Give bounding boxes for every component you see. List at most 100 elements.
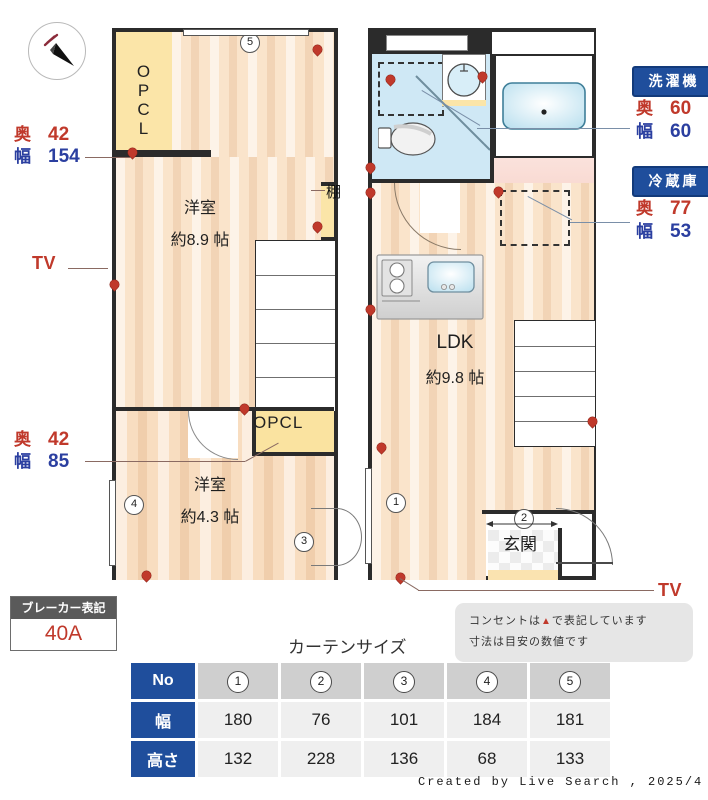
width-value: 85 bbox=[48, 450, 70, 472]
compass-rose bbox=[28, 22, 86, 80]
row-header-no: No bbox=[131, 663, 195, 699]
fridge-dimensions: 奥 77 幅 53 bbox=[636, 198, 691, 244]
fridge-leader bbox=[570, 222, 630, 223]
curtain-marker-4: 4 bbox=[124, 495, 144, 515]
entrance-door-leaf bbox=[556, 562, 613, 564]
entrance-door-swing bbox=[556, 508, 613, 565]
note-line-1-pre: コンセントは bbox=[469, 615, 541, 627]
curtain-size-table: No 1 2 3 4 5 幅 180 76 101 184 181 高さ 132… bbox=[128, 660, 613, 780]
washer-chip-title: 洗濯機 bbox=[632, 66, 708, 97]
width-key: 幅 bbox=[14, 146, 31, 166]
depth-value: 60 bbox=[670, 98, 692, 119]
footer-credit: Created by Live Search , 2025/4 bbox=[418, 775, 704, 789]
table-cell-width: 101 bbox=[364, 702, 444, 738]
wall-bath-right bbox=[490, 54, 494, 183]
room-name: LDK bbox=[436, 332, 474, 353]
tv-leader-right bbox=[418, 590, 654, 591]
bathroom-door-swing bbox=[412, 72, 494, 177]
closet-threshold-bar bbox=[112, 150, 194, 157]
callout-leader bbox=[85, 461, 245, 462]
table-cell-height: 68 bbox=[447, 741, 527, 777]
window-sash-ldk-left bbox=[365, 468, 372, 564]
room-area: 約8.9 帖 bbox=[170, 231, 230, 249]
room-name: 洋室 bbox=[193, 477, 226, 494]
table-cell-width: 180 bbox=[198, 702, 278, 738]
wall-mid-horizontal bbox=[116, 407, 334, 411]
closet-label-upper: OPCL bbox=[134, 62, 153, 138]
window-sash-left bbox=[109, 480, 116, 566]
table-row-height: 高さ 132 228 136 68 133 bbox=[131, 741, 610, 777]
left-bedroom-upper-floor bbox=[172, 32, 334, 157]
wall-bath-bottom bbox=[372, 179, 494, 183]
tv-label-right: TV bbox=[658, 580, 683, 600]
depth-value: 77 bbox=[670, 198, 692, 219]
shelf-leader bbox=[311, 190, 325, 191]
curtain-marker-5: 5 bbox=[240, 33, 260, 53]
tv-label-left: TV bbox=[32, 253, 57, 273]
width-value: 154 bbox=[48, 145, 80, 167]
depth-value: 42 bbox=[48, 124, 70, 145]
room-label-bedroom-lower: 洋室 約4.3 帖 bbox=[165, 475, 255, 528]
callout-closet-upper: 奥 42 幅 154 bbox=[14, 124, 80, 168]
entrance-dimension-arrow bbox=[486, 515, 558, 533]
note-line-1-post: で表記しています bbox=[551, 615, 648, 627]
entrance-step-board bbox=[488, 570, 560, 580]
room-area: 約9.8 帖 bbox=[425, 369, 485, 387]
room-label-entrance: 玄関 bbox=[484, 534, 556, 557]
washer-leader bbox=[477, 128, 630, 129]
shelf-niche bbox=[321, 184, 334, 240]
toilet-icon bbox=[377, 120, 440, 163]
note-line-2: 寸法は目安の数値です bbox=[469, 635, 589, 648]
curtain-number: 3 bbox=[393, 670, 415, 693]
ldk-floor-lower bbox=[372, 513, 486, 580]
left-entry-swing bbox=[311, 508, 362, 566]
bath-tub-upper-white bbox=[496, 56, 592, 78]
wall-lower-closet-left bbox=[252, 408, 256, 455]
table-cell-height: 132 bbox=[198, 741, 278, 777]
room-label-ldk: LDK 約9.8 帖 bbox=[400, 330, 510, 389]
table-row-width: 幅 180 76 101 184 181 bbox=[131, 702, 610, 738]
curtain-number: 5 bbox=[559, 670, 581, 693]
curtain-number: 4 bbox=[476, 670, 498, 693]
table-cell-no: 2 bbox=[281, 663, 361, 699]
outlet-symbol-icon: ▲ bbox=[541, 616, 552, 627]
breaker-title: ブレーカー表記 bbox=[11, 597, 116, 619]
table-cell-width: 76 bbox=[281, 702, 361, 738]
shelf-label: 棚 bbox=[326, 184, 342, 201]
row-header-height: 高さ bbox=[131, 741, 195, 777]
table-row-no: No 1 2 3 4 5 bbox=[131, 663, 610, 699]
wall-entrance-step bbox=[482, 510, 594, 514]
window-sash-top bbox=[183, 29, 309, 36]
refrigerator-space bbox=[500, 190, 570, 246]
depth-key: 奥 bbox=[636, 199, 653, 218]
right-floor-plan bbox=[368, 28, 596, 580]
shelf-wall-top bbox=[321, 182, 334, 186]
curtain-number: 2 bbox=[310, 670, 332, 693]
table-cell-no: 3 bbox=[364, 663, 444, 699]
width-key: 幅 bbox=[636, 121, 653, 141]
breaker-box: ブレーカー表記 40A bbox=[10, 596, 117, 651]
row-header-width: 幅 bbox=[131, 702, 195, 738]
note-line-1: コンセントは▲で表記しています bbox=[469, 611, 679, 632]
table-cell-height: 136 bbox=[364, 741, 444, 777]
left-closet-upper bbox=[116, 32, 172, 157]
width-key: 幅 bbox=[14, 451, 31, 471]
room-name: 玄関 bbox=[503, 535, 537, 554]
table-cell-no: 5 bbox=[530, 663, 610, 699]
right-top-window bbox=[386, 35, 468, 51]
shelf-wall-bot bbox=[321, 237, 334, 241]
width-value: 53 bbox=[670, 220, 692, 242]
room-label-bedroom-upper: 洋室 約8.9 帖 bbox=[155, 198, 245, 251]
closet-label-lower: OPCL bbox=[253, 413, 304, 432]
curtain-marker-1: 1 bbox=[386, 493, 406, 513]
breaker-value: 40A bbox=[11, 619, 116, 650]
width-key: 幅 bbox=[636, 221, 653, 241]
room-name: 洋室 bbox=[183, 200, 216, 217]
depth-key: 奥 bbox=[14, 125, 31, 144]
left-stairs bbox=[255, 240, 336, 412]
fridge-chip-title: 冷蔵庫 bbox=[632, 166, 708, 197]
table-cell-width: 184 bbox=[447, 702, 527, 738]
tv-leader-left bbox=[68, 268, 108, 269]
